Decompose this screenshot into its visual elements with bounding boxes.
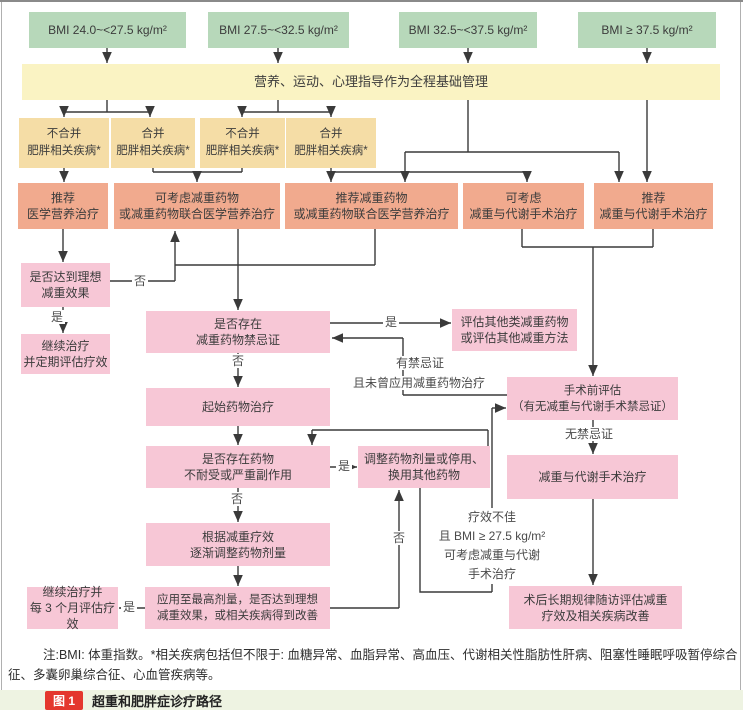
- node-surgery-treatment: 减重与代谢手术治疗: [507, 455, 678, 499]
- label-poor-effect: 疗效不佳 且 BMI ≥ 27.5 kg/m² 可考虑减重与代谢 手术治疗: [435, 508, 549, 584]
- node-comorbidity-1: 合并 肥胖相关疾病*: [111, 118, 195, 168]
- node-no-comorbidity-2: 不合并 肥胖相关疾病*: [200, 118, 285, 168]
- caption-bar: 图 1 超重和肥胖症诊疗路径: [0, 690, 743, 710]
- right-rule: [740, 2, 741, 690]
- node-presurgery-eval: 手术前评估 （有无减重与代谢手术禁忌证）: [507, 377, 678, 420]
- label-no-intolerance: 否: [228, 492, 246, 506]
- node-continue-eval: 继续治疗 并定期评估疗效: [21, 334, 110, 374]
- node-start-drug: 起始药物治疗: [146, 388, 330, 426]
- node-intolerance: 是否存在药物 不耐受或严重副作用: [146, 446, 330, 488]
- label-never-used-drug: 且未曾应用减重药物治疗: [350, 376, 488, 390]
- node-continue-3month: 继续治疗并 每 3 个月评估疗效: [27, 585, 118, 631]
- node-max-dose: 应用至最高剂量，是否达到理想 减重效果，或相关疾病得到改善: [145, 587, 330, 629]
- label-yes-ideal: 是: [48, 310, 66, 324]
- node-no-comorbidity-1: 不合并 肥胖相关疾病*: [19, 118, 109, 168]
- left-rule: [1, 2, 2, 690]
- label-no-maxdose: 否: [390, 531, 408, 545]
- node-bmi-37: BMI ≥ 37.5 kg/m²: [578, 12, 716, 48]
- label-yes-maxdose: 是: [120, 600, 138, 614]
- node-base-management: 营养、运动、心理指导作为全程基础管理: [22, 64, 720, 100]
- node-titrate: 根据减重疗效 逐渐调整药物剂量: [146, 523, 330, 566]
- node-bmi-24-27: BMI 24.0~<27.5 kg/m²: [29, 12, 186, 48]
- top-rule: [0, 0, 743, 2]
- node-drug-recommend: 推荐减重药物 或减重药物联合医学营养治疗: [285, 183, 458, 229]
- label-yes-contraindication: 是: [382, 315, 400, 329]
- figure-badge: 图 1: [45, 690, 84, 710]
- node-mnt: 推荐 医学营养治疗: [18, 183, 108, 229]
- figure-title: 超重和肥胖症诊疗路径: [92, 693, 223, 709]
- node-comorbidity-2: 合并 肥胖相关疾病*: [286, 118, 376, 168]
- label-no-ideal: 否: [131, 274, 149, 288]
- label-no-contraindication: 否: [229, 354, 247, 368]
- label-has-contraindication: 有禁忌证: [393, 356, 447, 370]
- node-adjust-drug: 调整药物剂量或停用、 换用其他药物: [358, 446, 490, 488]
- node-other-drugs: 评估其他类减重药物 或评估其他减重方法: [452, 309, 577, 351]
- footnote: 注:BMI: 体重指数。*相关疾病包括但不限于: 血糖异常、血脂异常、高血压、代…: [8, 648, 738, 682]
- node-bmi-27-32: BMI 27.5~<32.5 kg/m²: [208, 12, 349, 48]
- node-ideal-effect: 是否达到理想 减重效果: [21, 263, 110, 307]
- node-surgery-recommend: 推荐 减重与代谢手术治疗: [594, 183, 713, 229]
- node-bmi-32-37: BMI 32.5~<37.5 kg/m²: [399, 12, 537, 48]
- label-yes-intolerance: 是: [335, 459, 353, 473]
- node-postop-followup: 术后长期规律随访评估减重 疗效及相关疾病改善: [509, 586, 682, 629]
- node-surgery-consider: 可考虑 减重与代谢手术治疗: [463, 183, 584, 229]
- label-no-surgery-contraindication: 无禁忌证: [562, 427, 616, 441]
- node-drug-contraindication: 是否存在 减重药物禁忌证: [146, 311, 330, 353]
- node-drug-consider: 可考虑减重药物 或减重药物联合医学营养治疗: [114, 183, 280, 229]
